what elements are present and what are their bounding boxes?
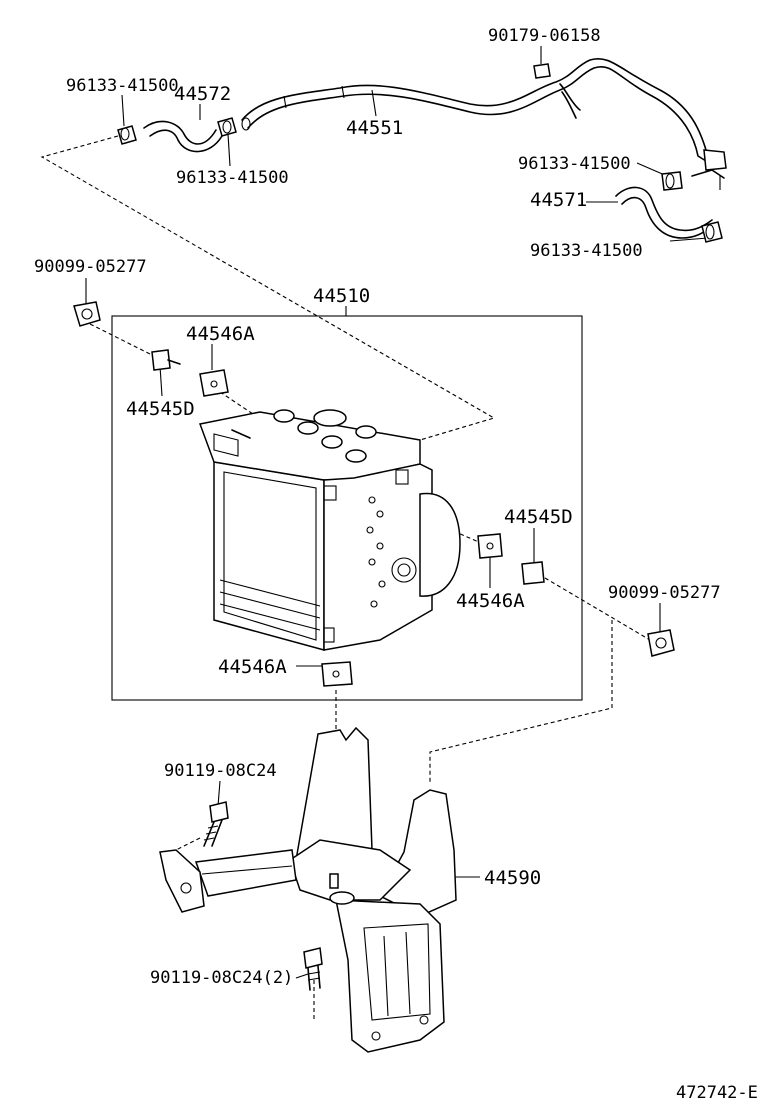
- actuator-44510: [198, 409, 461, 651]
- label-96133-41500-c: 96133-41500: [518, 154, 631, 174]
- tube-44572: [143, 120, 223, 153]
- clamp-96133-41500-c: [661, 171, 683, 191]
- label-90179-06158: 90179-06158: [488, 26, 601, 46]
- bolt-90119-08c24-a: [203, 801, 229, 847]
- leader-lines: [85, 46, 709, 979]
- bolt-90179-06158: [533, 63, 551, 79]
- label-44545d-right: 44545D: [504, 506, 573, 528]
- label-90099-05277-a: 90099-05277: [34, 257, 147, 277]
- tube-44551: [241, 58, 721, 167]
- label-44546a-bottom: 44546A: [218, 656, 287, 678]
- bolt-90119-08c24-b: [303, 947, 323, 991]
- label-90119-08c24-b: 90119-08C24(2): [150, 968, 293, 988]
- bushing-44546a-top: [199, 369, 229, 397]
- actuator-assembly-box: [111, 315, 583, 701]
- label-44546a-top: 44546A: [186, 323, 255, 345]
- label-44590: 44590: [484, 867, 541, 889]
- clamp-96133-41500-d: [701, 221, 723, 243]
- nut-90099-05277-b: [647, 629, 675, 657]
- grommet-44545d-right: [521, 561, 545, 585]
- label-44551: 44551: [346, 117, 403, 139]
- label-90099-05277-b: 90099-05277: [608, 583, 721, 603]
- tube-44571: [615, 186, 713, 239]
- label-96133-41500-d: 96133-41500: [530, 241, 643, 261]
- bushing-44546a-right: [477, 533, 503, 559]
- grommet-44545d-left: [151, 349, 181, 371]
- label-96133-41500-b: 96133-41500: [176, 168, 289, 188]
- label-44571: 44571: [530, 189, 587, 211]
- tube-end-fitting: [691, 149, 727, 190]
- label-44572: 44572: [174, 83, 231, 105]
- bushing-44546a-bottom: [321, 661, 353, 687]
- label-44546a-right: 44546A: [456, 590, 525, 612]
- label-96133-41500-a: 96133-41500: [66, 76, 179, 96]
- bracket-44590: [159, 726, 457, 1053]
- clamp-96133-41500-b: [217, 117, 237, 137]
- label-90119-08c24-a: 90119-08C24: [164, 761, 277, 781]
- label-44545d-left: 44545D: [126, 398, 195, 420]
- clamp-96133-41500-a: [117, 125, 137, 145]
- nut-90099-05277-a: [73, 301, 101, 327]
- label-44510: 44510: [313, 285, 370, 307]
- label-472742-e: 472742-E: [676, 1083, 758, 1103]
